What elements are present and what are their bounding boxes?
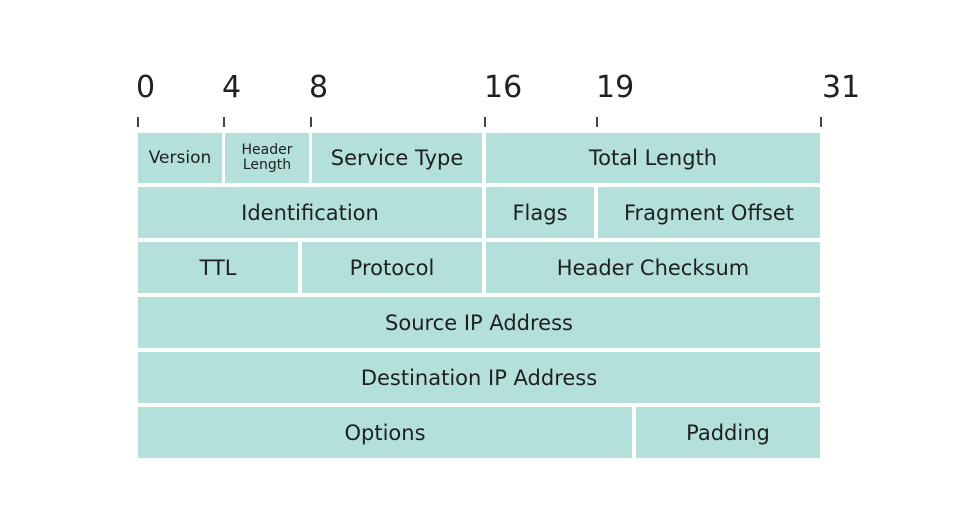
tick-0 [137, 117, 139, 127]
field-total-length: Total Length [486, 133, 820, 183]
bit-label-0: 0 [136, 70, 156, 105]
field-flags: Flags [486, 187, 594, 238]
tick-4 [223, 117, 225, 127]
field-header-checksum: Header Checksum [486, 242, 820, 293]
field-fragment-offset: Fragment Offset [598, 187, 820, 238]
bit-label-31: 31 [822, 70, 861, 105]
field-version: Version [138, 133, 222, 183]
field-service-type: Service Type [312, 133, 482, 183]
bit-label-8: 8 [309, 70, 329, 105]
field-identification: Identification [138, 187, 482, 238]
tick-16 [484, 117, 486, 127]
bit-label-19: 19 [596, 70, 635, 105]
tick-19 [596, 117, 598, 127]
tick-8 [310, 117, 312, 127]
tick-31 [820, 117, 822, 127]
field-destination-ip-address: Destination IP Address [138, 352, 820, 403]
field-header-length: Header Length [225, 133, 309, 183]
bit-label-16: 16 [484, 70, 523, 105]
field-options: Options [138, 407, 632, 458]
field-protocol: Protocol [302, 242, 482, 293]
field-source-ip-address: Source IP Address [138, 297, 820, 348]
bit-label-4: 4 [222, 70, 242, 105]
field-ttl: TTL [138, 242, 298, 293]
field-padding: Padding [636, 407, 820, 458]
